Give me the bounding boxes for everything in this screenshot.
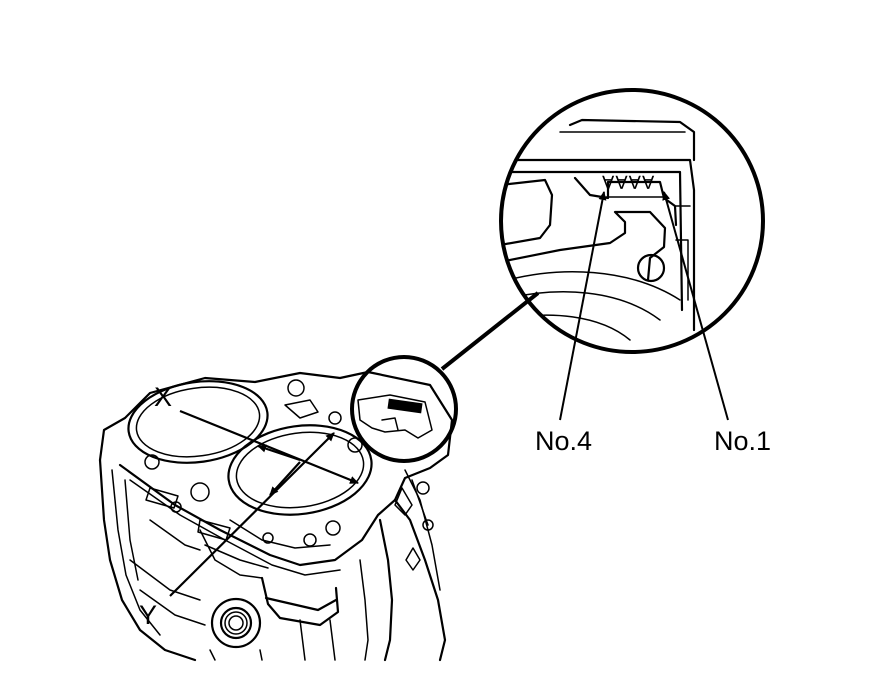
leader-no4	[559, 191, 607, 421]
detail-callout-circle	[350, 355, 458, 463]
measure-arrow-y-start	[269, 461, 301, 496]
magnified-detail	[501, 118, 696, 341]
label-no1: No.1	[714, 426, 772, 456]
stamp-glyphs: ∀∀∀∀	[602, 173, 655, 194]
measure-line-x	[179, 409, 359, 485]
measure-line-y	[169, 432, 335, 597]
callout-connector	[440, 291, 540, 371]
leader-no1	[662, 191, 729, 421]
measure-arrow-x-start	[257, 444, 301, 462]
label-y: Y	[139, 600, 158, 630]
cylinder-block	[98, 370, 454, 662]
magnifier-circle	[499, 88, 765, 354]
label-no4: No.4	[535, 426, 593, 456]
stamp-mark	[387, 398, 423, 414]
label-x: X	[154, 382, 173, 412]
